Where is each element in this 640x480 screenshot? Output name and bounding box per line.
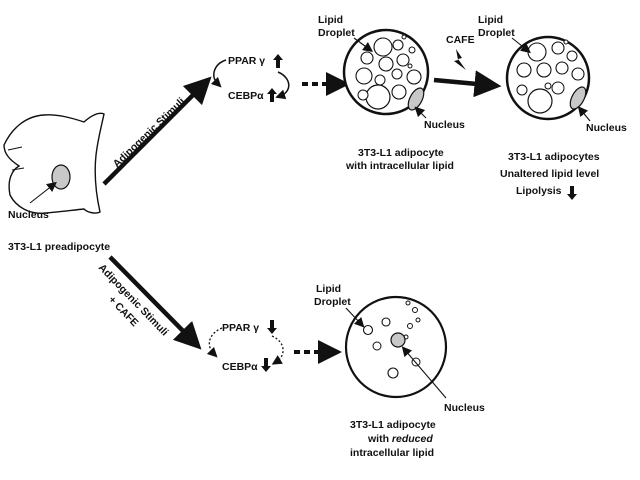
ppar-bottom-label: PPAR γ: [222, 322, 259, 334]
adipocyte-1-nucleus: [407, 87, 425, 111]
cafe-arrow: [433, 70, 502, 98]
adipocyte-2: [505, 35, 591, 121]
nucleus2-label: Nucleus: [586, 122, 627, 134]
adipocyte2-label-c: Lipolysis: [516, 185, 562, 197]
lipid3-label-b: Droplet: [314, 296, 351, 308]
stimuli-arrow-bottom: [108, 255, 202, 350]
stimuli-arrow-top: [102, 76, 212, 186]
adipocyte2-label-b: Unaltered lipid level: [500, 168, 599, 180]
cebp-top-label: CEBPα: [228, 90, 264, 102]
preadipocyte-label: 3T3-L1 preadipocyte: [8, 241, 110, 253]
nucleus1-label: Nucleus: [424, 119, 465, 131]
preadipocyte-cell: [3, 112, 105, 214]
adipocyte1-label-b: with intracellular lipid: [345, 160, 454, 172]
cebp-top-up-arrow: [267, 88, 277, 102]
cafe-label: CAFE: [446, 34, 475, 46]
adipocyte3-label-a: 3T3-L1 adipocyte: [350, 419, 436, 431]
stimuli-label-top: Adipogenic Stimuli: [111, 95, 188, 170]
adipocyte2-label-a: 3T3-L1 adipocytes: [508, 151, 600, 163]
adipocyte3-label-b: with reduced: [367, 433, 433, 445]
lipolysis-down-arrow: [567, 186, 577, 200]
adipocyte3-label-b-reduced: reduced: [392, 433, 433, 445]
lipid1-label-b: Droplet: [318, 27, 355, 39]
preadipocyte-nucleus: [51, 164, 71, 190]
adipocyte-2-nucleus: [569, 86, 587, 110]
cebp-bottom-down-arrow: [261, 358, 271, 372]
adipocyte3-label-c: intracellular lipid: [350, 447, 434, 459]
adipocyte-3-nucleus: [390, 332, 406, 348]
adipocyte3-label-b-with: with: [367, 433, 392, 445]
top-cycle: [210, 59, 290, 100]
ppar-top-up-arrow: [273, 54, 283, 68]
preadipocyte-nucleus-label: Nucleus: [8, 209, 49, 221]
nucleus3-label: Nucleus: [444, 402, 485, 414]
lipid2-label-a: Lipid: [478, 14, 503, 26]
lipid2-label-b: Droplet: [478, 27, 515, 39]
lightning-icon: [454, 49, 466, 70]
adipocyte-3: [344, 295, 448, 399]
ppar-bottom-down-arrow: [267, 320, 277, 334]
adipocyte-1: [342, 28, 430, 116]
bottom-cycle: [206, 327, 284, 365]
adipocyte1-label-a: 3T3-L1 adipocyte: [358, 147, 444, 159]
ppar-top-label: PPAR γ: [228, 55, 265, 67]
lipid3-label-a: Lipid: [316, 283, 341, 295]
lipid1-label-a: Lipid: [318, 14, 343, 26]
cebp-bottom-label: CEBPα: [222, 361, 258, 373]
